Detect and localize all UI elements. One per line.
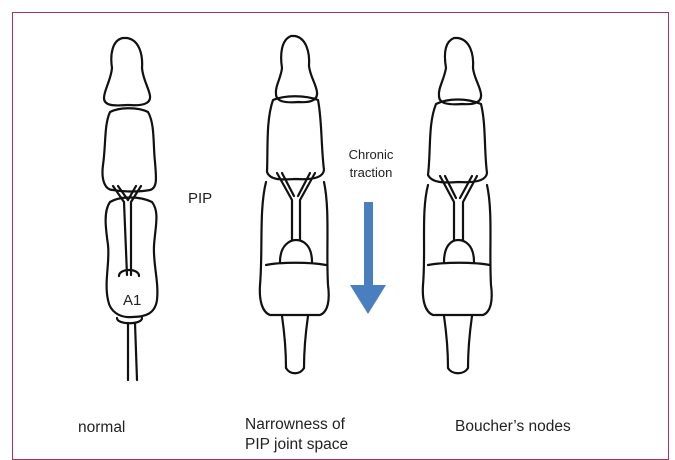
pip-label: PIP: [188, 190, 212, 207]
traction-arrow: [350, 202, 386, 314]
caption-narrowness-line2: PIP joint space: [245, 436, 348, 454]
finger-normal: [102, 38, 157, 380]
caption-boucher-nodes: Boucher’s nodes: [455, 418, 571, 436]
chronic-text: Chronic: [341, 146, 401, 164]
chronic-traction-label: Chronic traction: [341, 146, 401, 182]
caption-normal: normal: [78, 419, 125, 437]
finger-narrowness: [260, 36, 329, 373]
finger-boucher: [423, 38, 492, 373]
traction-text: traction: [341, 164, 401, 182]
a1-pulley-label: A1: [123, 292, 141, 309]
caption-narrowness-line1: Narrowness of: [245, 416, 345, 434]
